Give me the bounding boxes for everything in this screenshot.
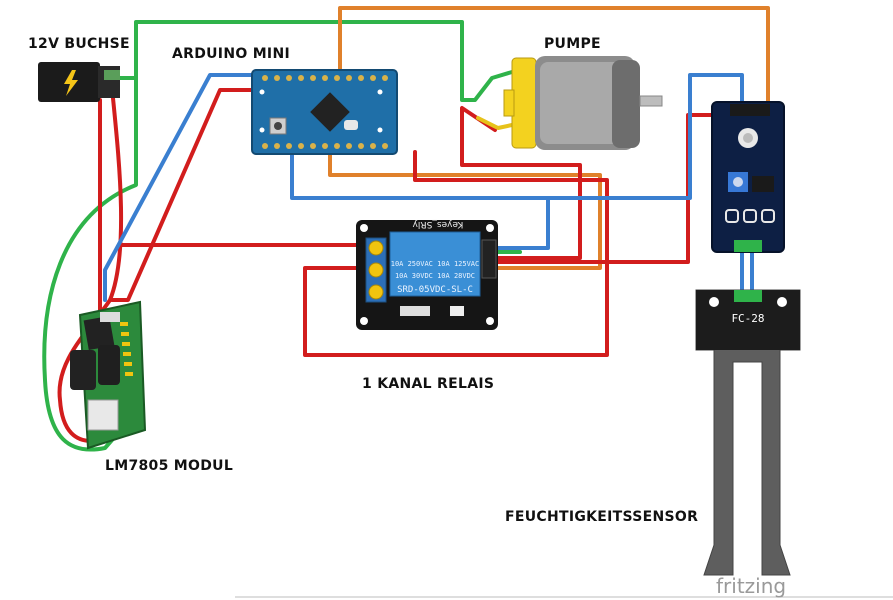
relay-spec-line-2: 10A 30VDC 10A 28VDC — [395, 272, 475, 280]
wire-orange-mid — [328, 150, 602, 270]
lightning-icon — [64, 70, 78, 96]
sensor-label: FEUCHTIGKEITSSENSOR — [505, 509, 699, 525]
wire-red-reg-ard — [110, 88, 260, 302]
fritzing-watermark: fritzing — [716, 574, 787, 598]
relay-module: Keyes_SRly 10A 250VAC 10A 125VAC 10A 30V… — [356, 219, 498, 330]
moisture-probe: FC-28 — [695, 289, 801, 576]
wire-red-pump — [460, 106, 582, 260]
relay-label: 1 KANAL RELAIS — [362, 376, 495, 392]
regulator-label: LM7805 MODUL — [105, 458, 234, 474]
power-jack-label: 12V BUCHSE — [28, 36, 130, 52]
relay-spec-line-1: 10A 250VAC 10A 125VAC — [391, 260, 480, 268]
arduino-label: ARDUINO MINI — [172, 46, 290, 62]
wire-orange-top — [338, 6, 770, 114]
pump-motor — [503, 56, 663, 150]
wire-blue-relay — [496, 196, 550, 250]
pump-label: PUMPE — [544, 36, 601, 52]
wire-yellow-pump — [476, 116, 514, 130]
arduino-board — [251, 69, 398, 155]
relay-model-text: SRD-05VDC-SL-C — [397, 285, 473, 295]
lm7805-module — [70, 300, 147, 450]
sensor-board — [711, 101, 785, 253]
relay-brand-text: Keyes_SRly — [412, 219, 464, 229]
power-jack — [38, 62, 120, 102]
probe-label: FC-28 — [731, 312, 764, 325]
wire-green-top — [134, 20, 514, 102]
wire-blue-probe — [740, 248, 754, 294]
wire-blue-ard-sensor — [290, 73, 744, 200]
wire-blue-reg-ard — [103, 73, 260, 302]
wire-red-loop — [303, 150, 609, 357]
